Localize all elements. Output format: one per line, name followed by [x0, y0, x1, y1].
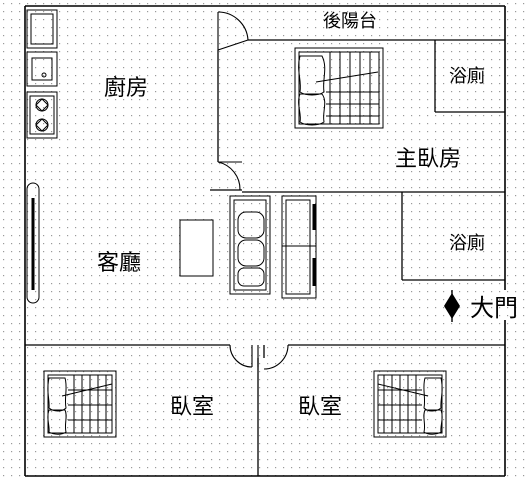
bed-icon-right [373, 370, 447, 438]
stove-icon [26, 91, 58, 139]
bed-icon [294, 47, 384, 129]
label-main-door: 大門 [470, 294, 518, 322]
bed-icon-left [43, 370, 117, 438]
interior-walls [25, 39, 505, 476]
label-back-balcony: 後陽台 [323, 11, 377, 32]
label-bedroom-left: 臥室 [170, 395, 214, 420]
sofa-icon-2 [281, 195, 317, 299]
label-bedroom-right: 臥室 [298, 395, 342, 420]
entrance-diamond-icon [444, 290, 460, 322]
door-swings [217, 11, 289, 370]
label-master-bedroom: 主臥房 [395, 147, 461, 172]
outer-walls [24, 5, 506, 477]
label-living-room: 客廳 [97, 251, 141, 276]
label-kitchen: 廚房 [104, 76, 148, 101]
sofa-icon [229, 195, 271, 295]
kitchen-sink-icon [26, 9, 58, 87]
window-left [26, 182, 40, 304]
label-bathroom-master: 浴廁 [449, 65, 485, 87]
label-bathroom-2: 浴廁 [449, 232, 485, 254]
coffee-table-icon [179, 219, 214, 277]
